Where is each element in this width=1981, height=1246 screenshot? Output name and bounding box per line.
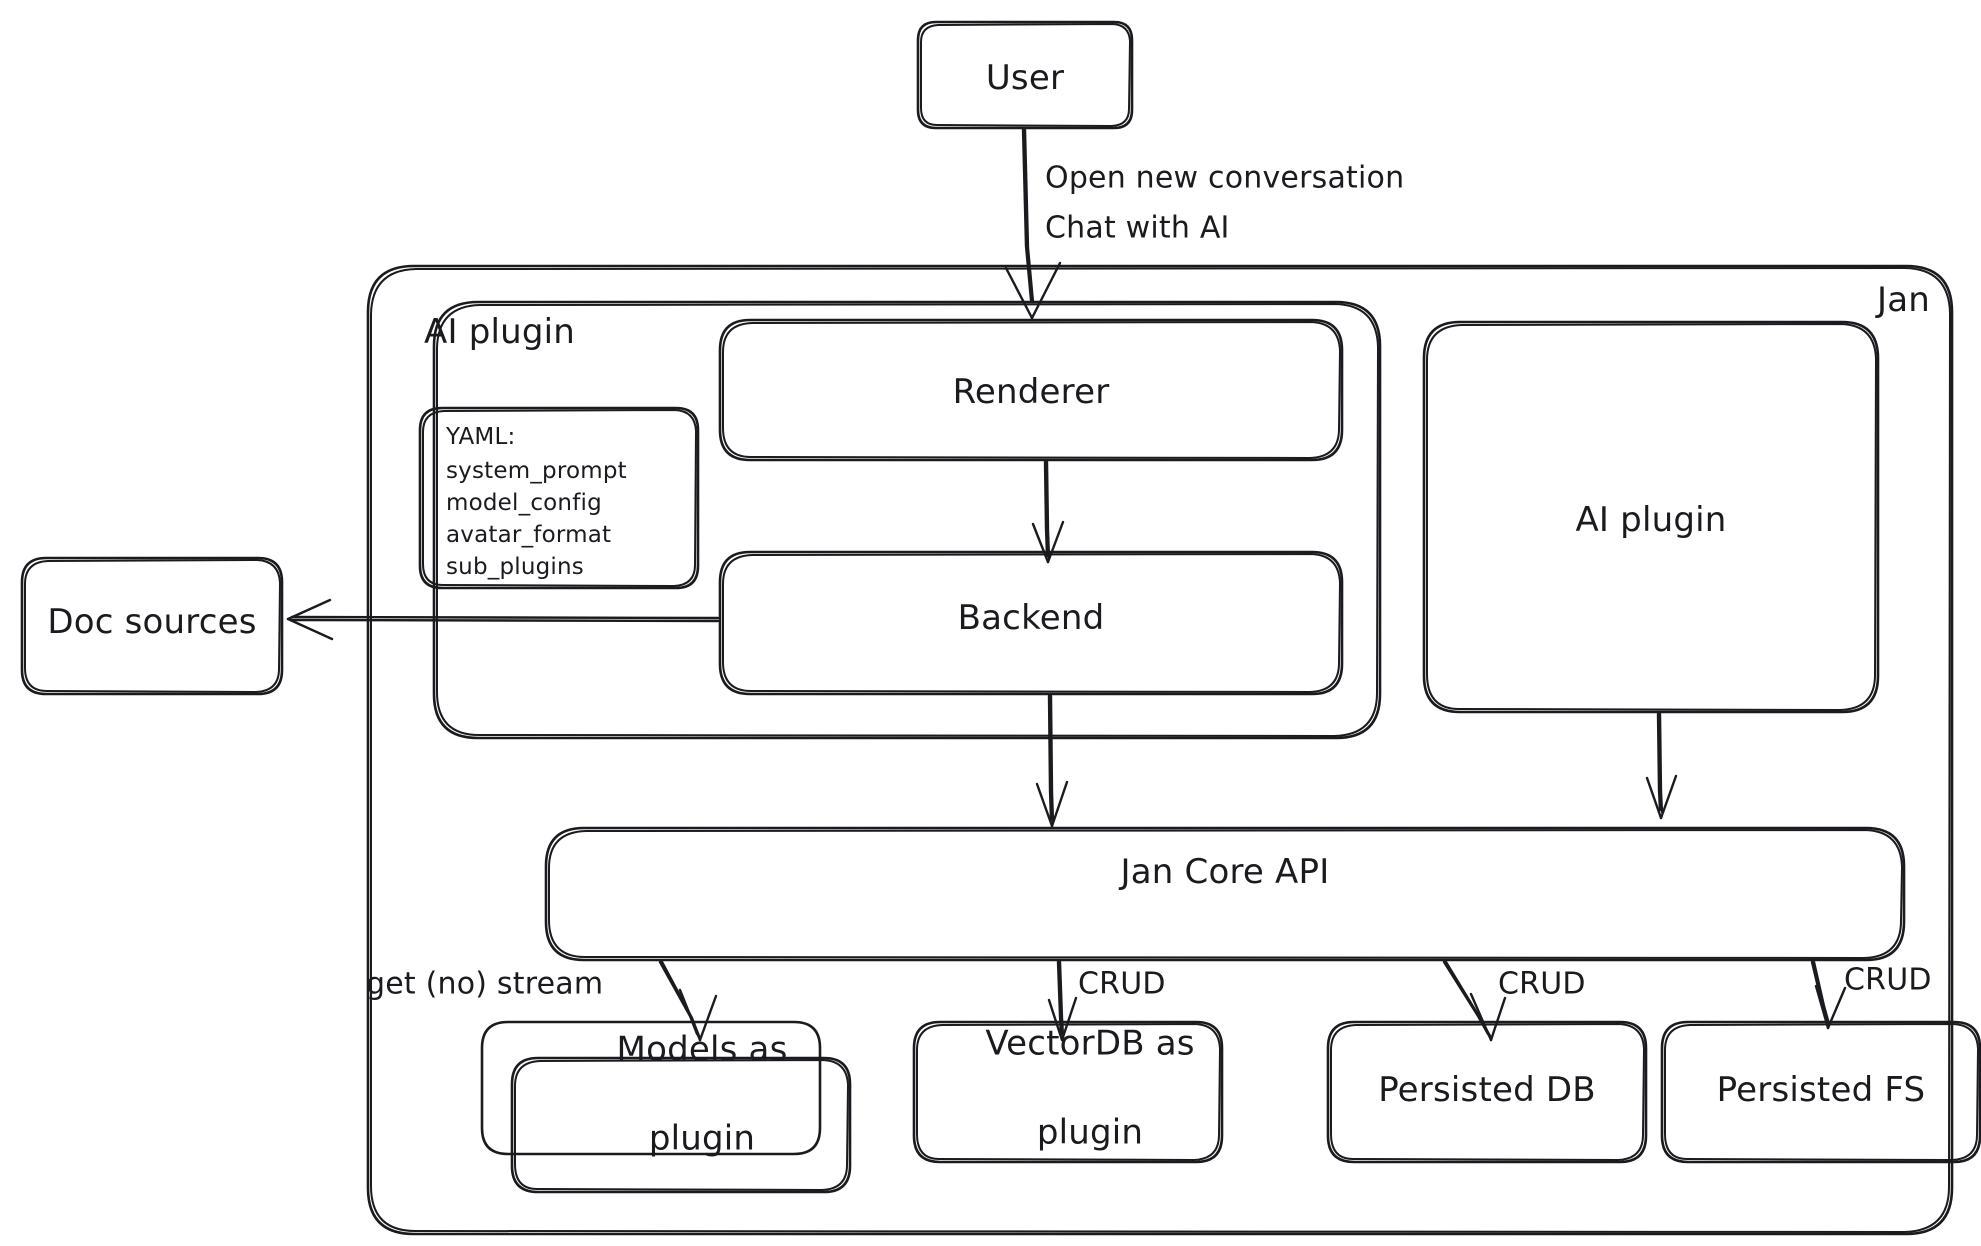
node-ai-plugin-outline: [1422, 320, 1880, 714]
node-yaml-card-outline: [418, 406, 700, 590]
edge-backend-to-jan-core-api: [1035, 694, 1069, 828]
edge-ai-plugin-to-jan-core-api: [1645, 712, 1678, 820]
container-ai-plugin-group-outline: [432, 300, 1382, 740]
node-persisted-db-outline: [1326, 1020, 1648, 1164]
edge-api-to-persisted-db: [1442, 960, 1507, 1042]
node-vectordb-plugin-outline: [912, 1020, 1224, 1164]
edge-user-to-renderer: [1004, 127, 1062, 320]
edge-api-to-vectordb: [1047, 960, 1078, 1042]
edge-renderer-to-backend: [1031, 460, 1065, 564]
node-doc-sources-outline: [20, 556, 284, 696]
edge-api-to-models: [658, 960, 718, 1042]
node-jan-core-api-outline: [544, 826, 1906, 962]
node-backend-outline: [718, 550, 1344, 696]
node-persisted-fs-outline: [1660, 1020, 1981, 1164]
edge-backend-to-doc-sources: [286, 598, 720, 641]
node-models-plugin-outline: [480, 1020, 852, 1194]
edge-api-to-persisted-fs: [1810, 960, 1847, 1030]
node-user-outline: [916, 20, 1134, 130]
node-renderer-outline: [718, 318, 1344, 462]
container-jan-outline: [366, 264, 1954, 1236]
